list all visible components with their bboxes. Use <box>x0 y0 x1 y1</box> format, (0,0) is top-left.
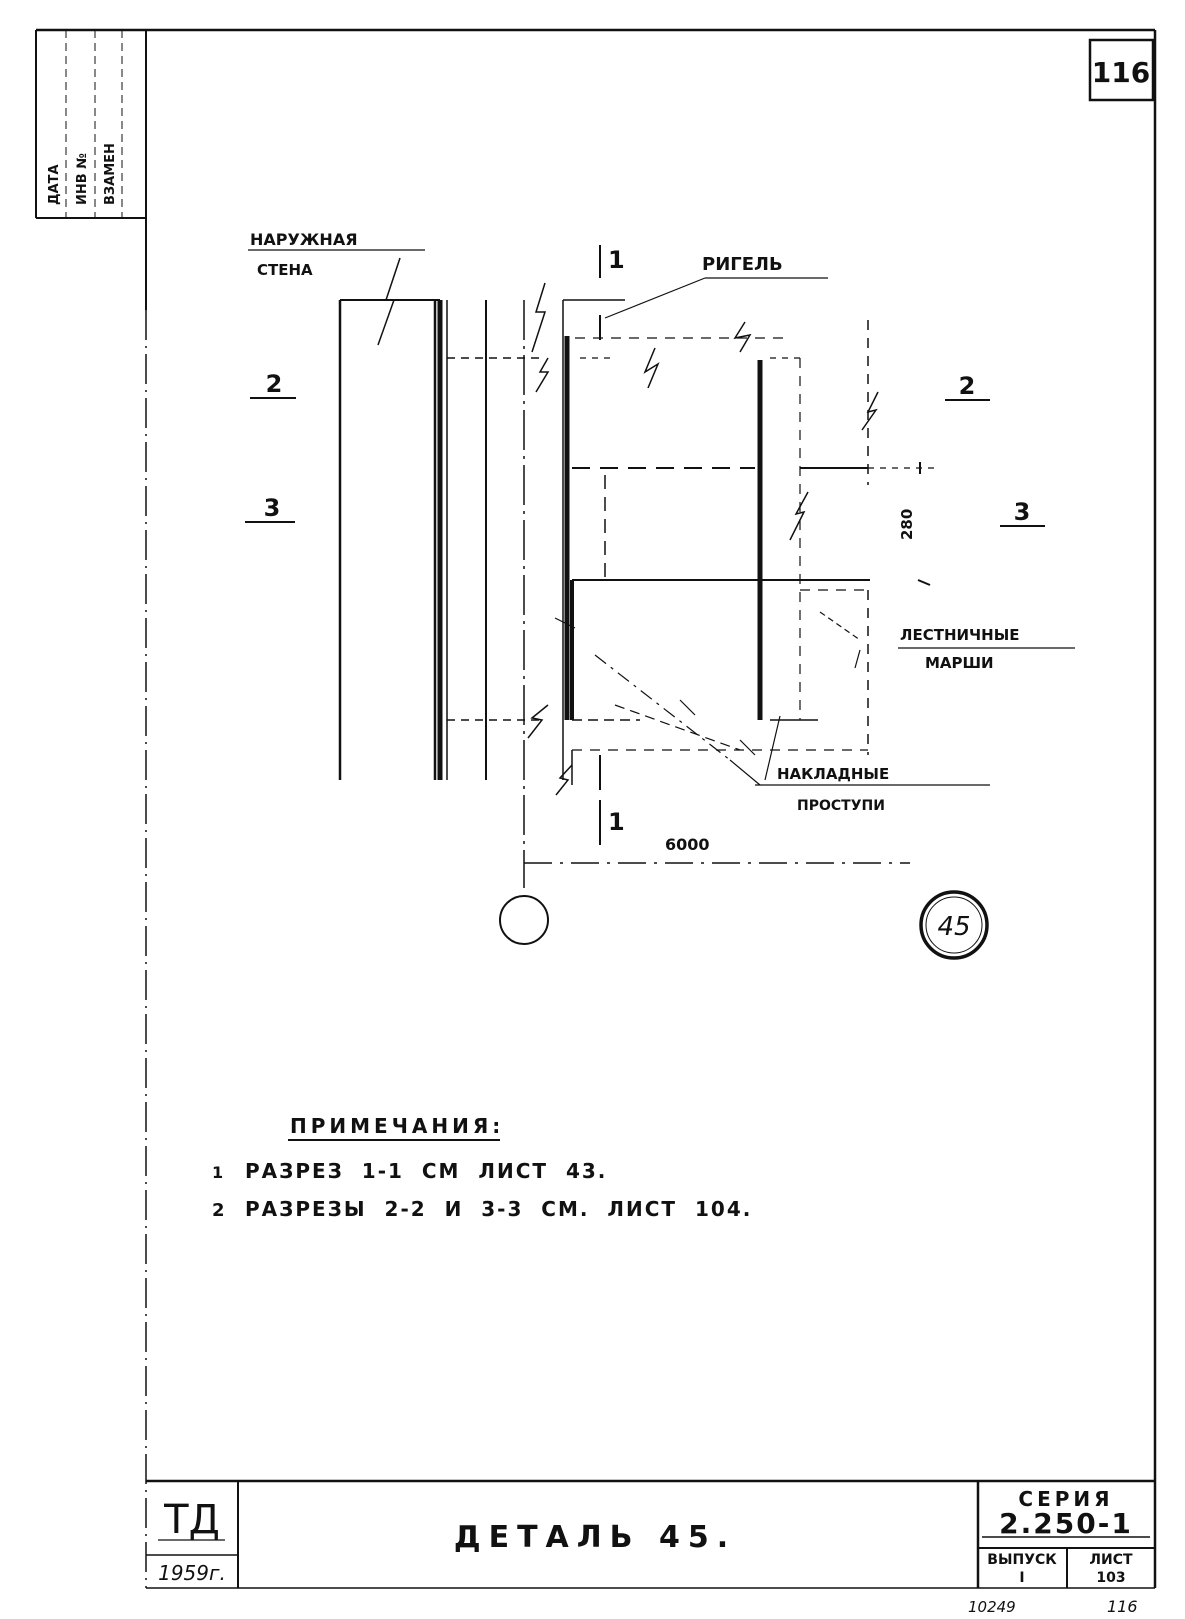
drawing-title: ДЕТАЛЬ 45. <box>454 1520 736 1555</box>
sheet-label: ЛИСТ <box>1089 1552 1133 1568</box>
detail-number-circle <box>919 890 989 960</box>
issue-label: ВЫПУСК <box>987 1552 1057 1568</box>
org-mark: ТД <box>163 1497 220 1543</box>
note-2-number: 2 <box>212 1200 225 1221</box>
note-1-text: РАЗРЕЗ 1-1 СМ ЛИСТ 43. <box>245 1159 607 1183</box>
stair-flights-label-line1: ЛЕСТНИЧНЫЕ <box>900 626 1020 644</box>
outer-wall-label-line1: НАРУЖНАЯ <box>250 230 358 249</box>
detail-number-circle-inner <box>925 896 983 954</box>
outer-wall <box>338 257 540 780</box>
overlay-steps-label-line2: ПРОСТУПИ <box>797 798 885 814</box>
label-underlines <box>248 249 1075 649</box>
height-dimension: 280 <box>898 509 916 540</box>
section-mark-2-right: 2 <box>959 372 976 400</box>
stair-cell <box>527 277 990 796</box>
outer-wall-label-line2: СТЕНА <box>257 261 313 279</box>
section-mark-1-top: 1 <box>608 246 625 274</box>
issue-value: I <box>1019 1570 1024 1586</box>
crossbar-label: РИГЕЛЬ <box>702 254 783 275</box>
notes-title: ПРИМЕЧАНИЯ: <box>290 1114 504 1138</box>
span-dimension: 6000 <box>665 835 710 854</box>
overlay-steps-label-line1: НАКЛАДНЫЕ <box>777 765 889 783</box>
sheet-value: 103 <box>1096 1570 1125 1586</box>
footer-page: 116 <box>1107 1597 1138 1616</box>
stamp-label-inventory: ИНВ № <box>75 153 90 205</box>
stair-flights-label-line2: МАРШИ <box>925 654 994 672</box>
series-value: 2.250-1 <box>999 1507 1133 1540</box>
stamp-label-date: ДАТА <box>47 164 62 205</box>
detail-number: 45 <box>937 912 970 942</box>
axis-line <box>523 282 910 888</box>
section-mark-2-left: 2 <box>266 370 283 398</box>
title-block <box>146 1481 1155 1588</box>
page-number-box <box>1088 38 1155 102</box>
sheet-frame <box>35 28 1157 1589</box>
section-mark-3-left: 3 <box>264 494 281 522</box>
section-marks <box>245 245 1045 845</box>
year: 1959г. <box>158 1561 226 1585</box>
page-number: 116 <box>1092 56 1150 89</box>
series-label: СЕРИЯ <box>1018 1487 1113 1511</box>
axis-bubble <box>499 895 549 945</box>
section-mark-1-bottom: 1 <box>608 808 625 836</box>
note-1-number: 1 <box>212 1163 223 1182</box>
section-mark-3-right: 3 <box>1014 498 1031 526</box>
stamp-label-replaces: ВЗАМЕН <box>103 143 118 205</box>
archive-number: 10249 <box>968 1598 1016 1616</box>
note-2-text: РАЗРЕЗЫ 2-2 И 3-3 СМ. ЛИСТ 104. <box>245 1197 752 1221</box>
